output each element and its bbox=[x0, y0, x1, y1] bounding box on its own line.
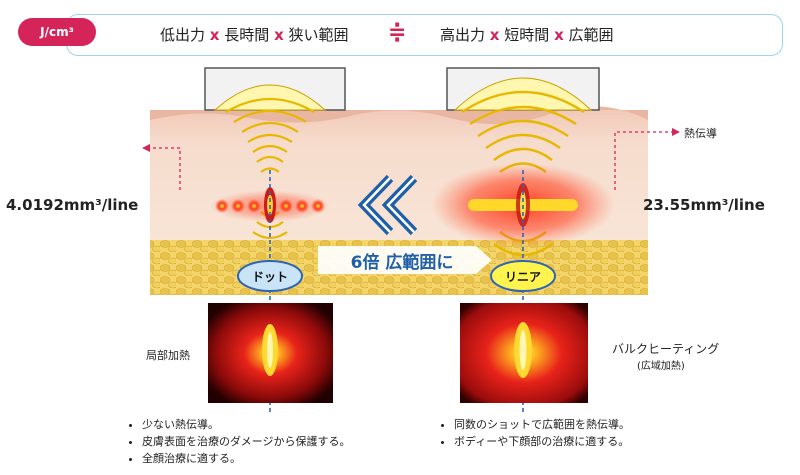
right-formula: 高出力 x 短時間 x 広範囲 bbox=[440, 24, 614, 45]
formula-box bbox=[66, 14, 783, 56]
linear-label: リニア bbox=[504, 269, 541, 284]
approx-equal-icon: ≑ bbox=[388, 20, 407, 45]
left-formula: 低出力 x 長時間 x 狭い範囲 bbox=[160, 24, 349, 45]
right-notes: 同数のショットで広範囲を熱伝導。 ボディーや下顔部の治療に適する。 bbox=[440, 416, 630, 450]
dot-ellipse bbox=[237, 260, 303, 292]
right-term-time: 短時間 bbox=[504, 26, 550, 44]
list-item: 少ない熱伝導。 bbox=[142, 416, 350, 433]
times-sign: x bbox=[274, 26, 284, 44]
left-term-time: 長時間 bbox=[224, 26, 270, 44]
unit-badge: J/cm³ bbox=[18, 18, 96, 46]
left-heat-arrow bbox=[150, 147, 181, 190]
banner-arrow bbox=[318, 246, 492, 274]
left-term-range: 狭い範囲 bbox=[288, 26, 349, 44]
list-item: ボディーや下顔部の治療に適する。 bbox=[454, 433, 630, 450]
local-heating-label: 局部加熱 bbox=[146, 349, 190, 362]
list-item: 全顔治療に適する。 bbox=[142, 450, 350, 467]
right-term-output: 高出力 bbox=[440, 26, 486, 44]
right-transducer-lens bbox=[453, 77, 593, 111]
right-volume-label: 23.55mm³/line bbox=[643, 196, 765, 214]
six-times-banner: 6倍 広範囲に bbox=[350, 252, 454, 273]
heat-conduction-label: 熱伝導 bbox=[684, 127, 717, 140]
left-volume-label: 4.0192mm³/line bbox=[6, 196, 139, 214]
list-item: 皮膚表面を治療のダメージから保護する。 bbox=[142, 433, 350, 450]
bulk-heating-sub-label: (広域加熱) bbox=[637, 361, 685, 372]
left-term-output: 低出力 bbox=[160, 26, 206, 44]
times-sign: x bbox=[554, 26, 564, 44]
dot-label: ドット bbox=[251, 269, 288, 284]
times-sign: x bbox=[489, 26, 500, 44]
times-sign: x bbox=[209, 26, 220, 44]
right-heat-arrow bbox=[614, 131, 672, 190]
right-term-range: 広範囲 bbox=[568, 26, 614, 44]
list-item: 同数のショットで広範囲を熱伝導。 bbox=[454, 416, 630, 433]
left-notes: 少ない熱伝導。 皮膚表面を治療のダメージから保護する。 全顔治療に適する。 bbox=[128, 416, 350, 467]
linear-ellipse bbox=[490, 260, 556, 292]
bulk-heating-label: バルクヒーティング bbox=[612, 342, 720, 356]
